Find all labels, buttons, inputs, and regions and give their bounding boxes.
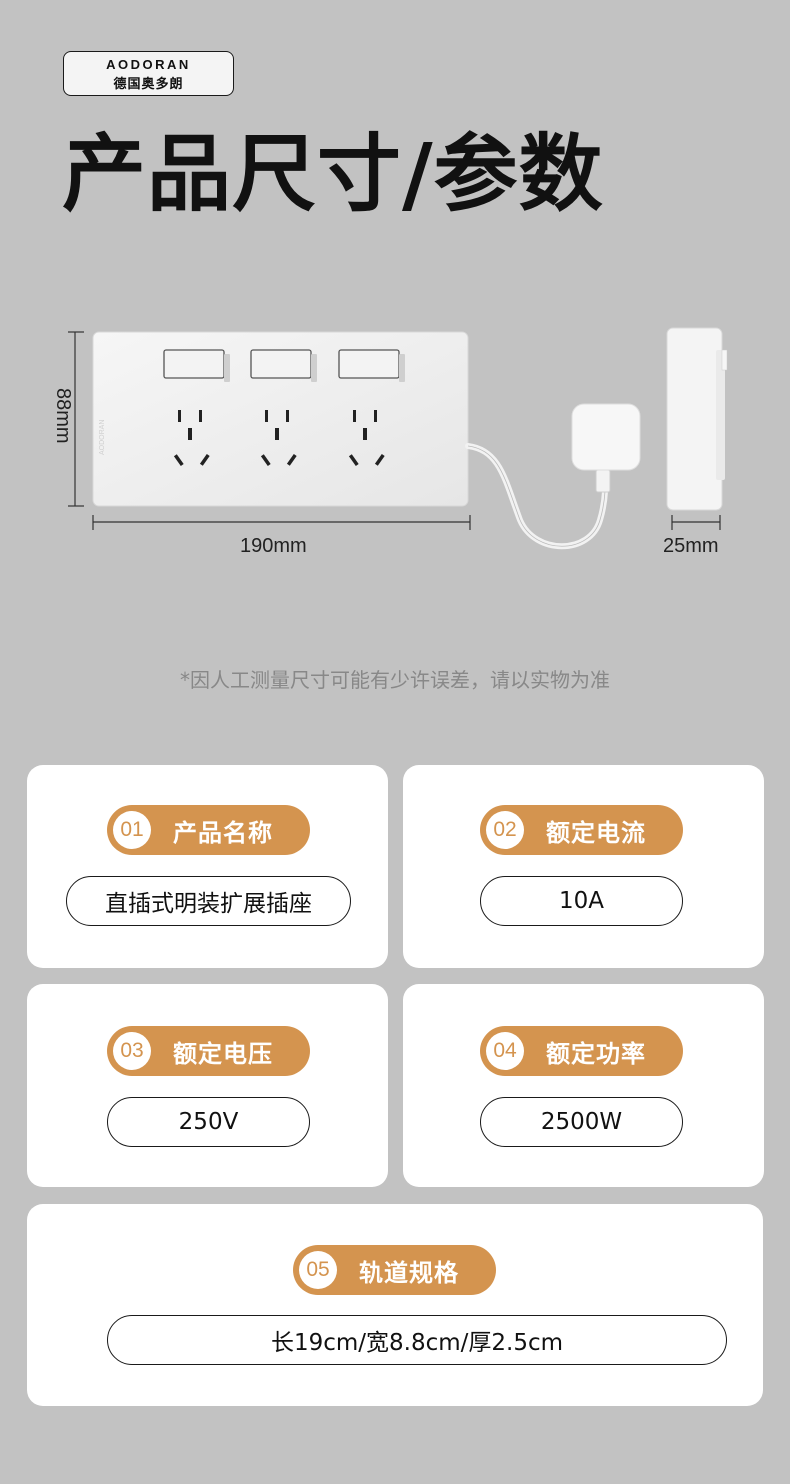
- spec-card-rated-power: 04 额定功率 2500W: [403, 984, 764, 1187]
- spec-header-pill: 03 额定电压: [107, 1026, 310, 1076]
- spec-card-rated-current: 02 额定电流 10A: [403, 765, 764, 968]
- height-label: 88mm: [52, 388, 74, 444]
- spec-value: 250V: [107, 1097, 310, 1147]
- spec-number: 05: [299, 1251, 337, 1289]
- brand-logo: AODORAN 德国奥多朗: [63, 51, 234, 96]
- spec-number: 03: [113, 1032, 151, 1070]
- spec-number: 04: [486, 1032, 524, 1070]
- spec-label: 产品名称: [173, 818, 273, 847]
- page-title: 产品尺寸/参数: [62, 125, 604, 223]
- spec-header-pill: 02 额定电流: [480, 805, 683, 855]
- spec-label: 轨道规格: [359, 1258, 459, 1287]
- spec-value: 2500W: [480, 1097, 683, 1147]
- spec-number: 01: [113, 811, 151, 849]
- side-view: [666, 327, 723, 511]
- spec-label: 额定电压: [173, 1039, 273, 1068]
- measurement-disclaimer: *因人工测量尺寸可能有少许误差，请以实物为准: [180, 668, 610, 692]
- width-label: 190mm: [240, 535, 307, 557]
- spec-header-pill: 04 额定功率: [480, 1026, 683, 1076]
- spec-header-pill: 05 轨道规格: [293, 1245, 496, 1295]
- brand-name-cn: 德国奥多朗: [113, 77, 184, 92]
- spec-card-track-size: 05 轨道规格 长19cm/宽8.8cm/厚2.5cm: [27, 1204, 763, 1406]
- outlet-group: [173, 410, 385, 467]
- spec-card-rated-voltage: 03 额定电压 250V: [27, 984, 388, 1187]
- spec-label: 额定电流: [546, 818, 646, 847]
- spec-card-product-name: 01 产品名称 直插式明装扩展插座: [27, 765, 388, 968]
- spec-value: 直插式明装扩展插座: [66, 876, 351, 926]
- depth-dimension-line: [671, 515, 721, 530]
- product-dimension-diagram: AODORAN: [0, 320, 790, 580]
- power-strip-illustration: AODORAN: [68, 327, 728, 550]
- spec-label: 额定功率: [546, 1039, 646, 1068]
- svg-text:AODORAN: AODORAN: [99, 420, 106, 455]
- brand-name-en: AODORAN: [106, 57, 191, 72]
- spec-header-pill: 01 产品名称: [107, 805, 310, 855]
- depth-label: 25mm: [663, 535, 719, 557]
- power-plug: [571, 403, 641, 471]
- width-dimension-line: [92, 515, 471, 530]
- spec-number: 02: [486, 811, 524, 849]
- switch-1: [163, 349, 400, 379]
- spec-value: 长19cm/宽8.8cm/厚2.5cm: [107, 1315, 727, 1365]
- height-dimension-line: [68, 331, 84, 507]
- spec-value: 10A: [480, 876, 683, 926]
